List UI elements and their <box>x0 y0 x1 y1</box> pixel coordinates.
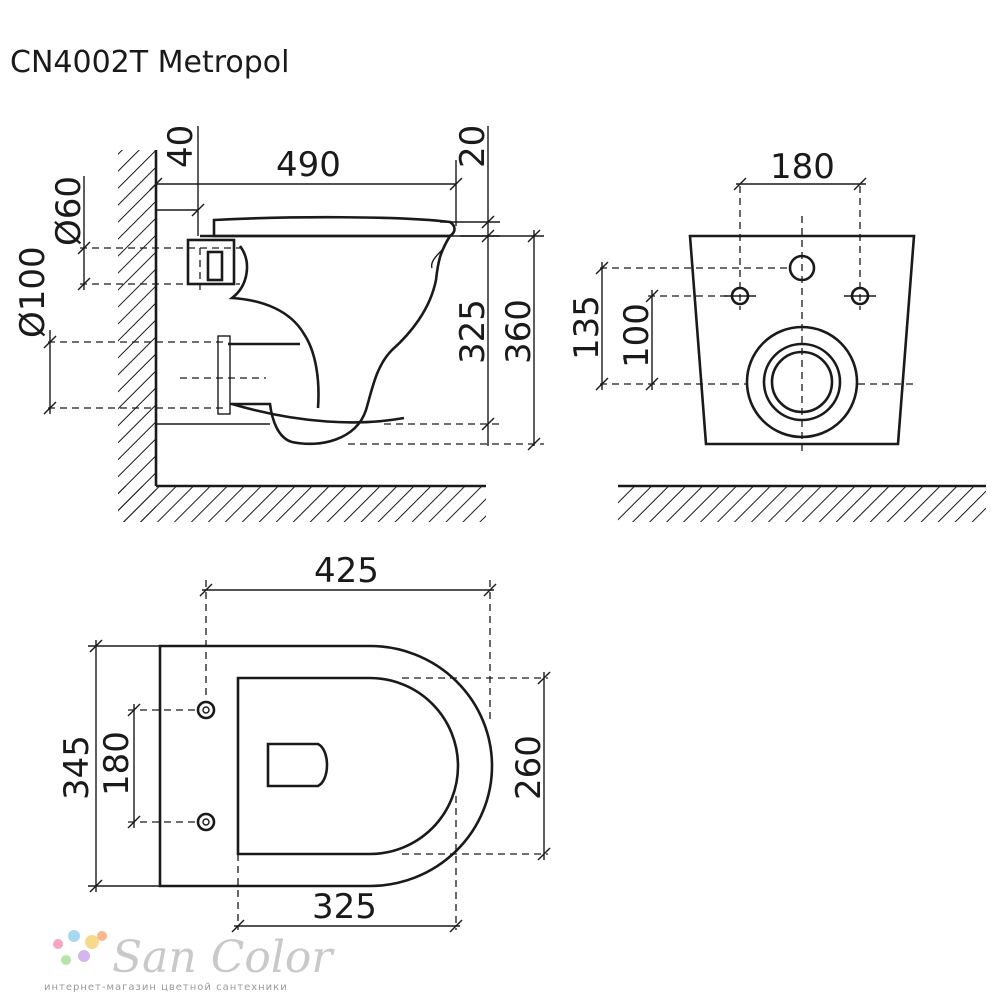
dim-label-325: 325 <box>453 299 493 364</box>
watermark-dot <box>78 950 90 962</box>
watermark-dot <box>53 939 63 949</box>
top-mount-hole-upper <box>196 700 216 720</box>
dim-label-d100: Ø100 <box>13 246 53 338</box>
watermark-dot <box>97 931 107 941</box>
watermark-tagline: интернет-магазин цветной сантехники <box>44 982 288 993</box>
top-view: 425 325 345 180 260 <box>57 551 551 933</box>
dim-label-front-180: 180 <box>770 147 835 187</box>
drain-opening <box>266 742 329 788</box>
dim-label-345: 345 <box>57 735 97 800</box>
side-view: 490 40 20 Ø60 Ø100 325 360 <box>13 125 544 522</box>
dim-label-front-100: 100 <box>617 303 657 368</box>
top-mount-hole-lower <box>196 812 216 832</box>
floor-hatch-left <box>118 486 486 522</box>
dim-label-40: 40 <box>161 125 201 168</box>
watermark-dot <box>68 930 80 942</box>
toilet-front-outline <box>688 234 916 446</box>
dim-label-490: 490 <box>276 145 341 185</box>
dim-label-135: 135 <box>567 295 607 360</box>
dim-label-20: 20 <box>453 125 493 168</box>
dim-label-d60: Ø60 <box>49 176 89 246</box>
watermark-dot <box>61 955 71 965</box>
drawing-title: CN4002T Metropol <box>10 45 289 80</box>
dim-label-260: 260 <box>509 735 549 800</box>
dim-label-top-325: 325 <box>312 887 377 927</box>
watermark-brand: San Color <box>112 932 335 983</box>
wall-hatch <box>118 150 156 522</box>
dim-label-top-180: 180 <box>97 731 137 796</box>
watermark: San Color интернет-магазин цветной санте… <box>44 930 335 993</box>
watermark-dot <box>85 935 99 949</box>
floor-hatch-right <box>618 486 986 522</box>
front-view: 180 135 100 <box>567 147 986 522</box>
watermark-dots <box>53 930 107 965</box>
dim-label-425: 425 <box>314 551 379 591</box>
toilet-top-outline <box>158 644 494 888</box>
bowl-opening <box>236 676 460 856</box>
dim-label-360: 360 <box>499 299 539 364</box>
toilet-side-profile <box>180 215 456 446</box>
